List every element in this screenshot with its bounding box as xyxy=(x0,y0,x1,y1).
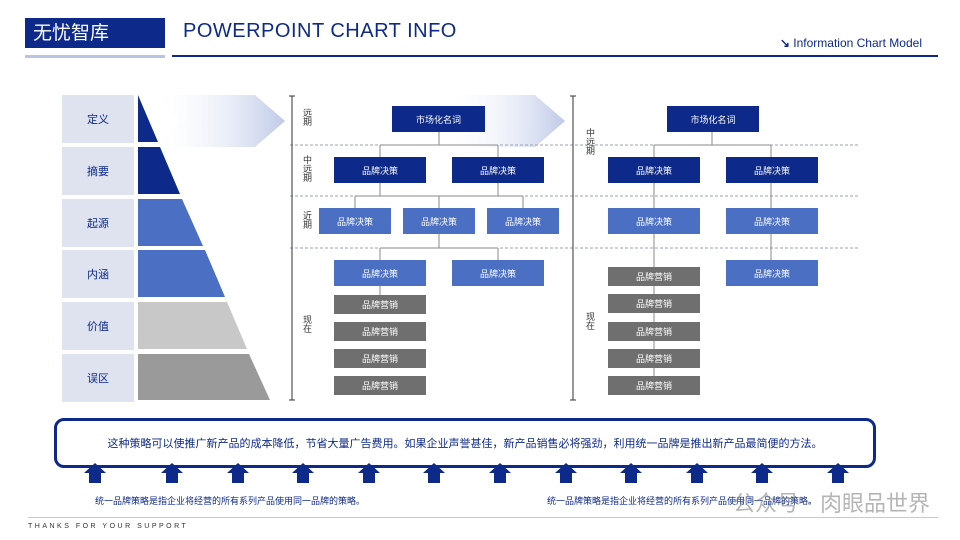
brand-text: 无忧智库 xyxy=(33,22,110,44)
up-arrow-12 xyxy=(827,463,849,483)
stage-label-4: 现在 xyxy=(301,315,311,333)
stage-label-3: 近期 xyxy=(301,211,311,229)
level-label-6: 误区 xyxy=(62,354,134,402)
stage-label-2: 中远期 xyxy=(301,155,311,182)
up-arrow-9 xyxy=(620,463,642,483)
note-left: 统一品牌策略是指企业将经营的所有系列产品使用同一品牌的策略。 xyxy=(95,497,366,507)
header-right-text: Information Chart Model xyxy=(793,36,922,50)
footer-text: THANKS FOR YOUR SUPPORT xyxy=(28,523,189,530)
watermark: 公众号 · 肉眼品世界 xyxy=(733,492,930,517)
pyramid-seg-5 xyxy=(138,302,247,349)
brand-badge: 无忧智库 xyxy=(25,18,165,48)
left-l4-node-1: 品牌决策 xyxy=(334,260,426,286)
right-gray-node-3: 品牌营销 xyxy=(608,322,700,341)
stage-label-1: 远期 xyxy=(301,108,311,126)
right-l4-node-1: 品牌决策 xyxy=(726,260,818,286)
right-l3-node-1: 品牌决策 xyxy=(608,208,700,234)
left-l3-node-2: 品牌决策 xyxy=(403,208,475,234)
level-label-4: 内涵 xyxy=(62,250,134,298)
left-l3-node-1: 品牌决策 xyxy=(319,208,391,234)
pyramid-seg-2 xyxy=(138,147,180,194)
left-gray-node-3: 品牌营销 xyxy=(334,349,426,368)
up-arrow-10 xyxy=(686,463,708,483)
up-arrow-1 xyxy=(84,463,106,483)
up-arrow-5 xyxy=(358,463,380,483)
header-rule xyxy=(172,55,938,57)
note-right: 统一品牌策略是指企业将经营的所有系列产品使用同一品牌的策略。 xyxy=(547,497,818,507)
header-right-label: ↘ Information Chart Model xyxy=(780,36,922,50)
up-arrow-8 xyxy=(555,463,577,483)
left-gray-node-2: 品牌营销 xyxy=(334,322,426,341)
left-root-node: 市场化名词 xyxy=(392,106,485,132)
level-label-1: 定义 xyxy=(62,95,134,143)
stage-label-6: 现在 xyxy=(584,312,594,330)
right-gray-node-2: 品牌营销 xyxy=(608,294,700,313)
left-gray-node-1: 品牌营销 xyxy=(334,295,426,314)
left-l3-node-3: 品牌决策 xyxy=(487,208,559,234)
up-arrow-7 xyxy=(489,463,511,483)
right-root-node: 市场化名词 xyxy=(667,106,759,132)
right-l2-node-2: 品牌决策 xyxy=(726,157,818,183)
left-l4-node-2: 品牌决策 xyxy=(452,260,544,286)
footer-rule xyxy=(28,517,938,518)
left-l2-node-1: 品牌决策 xyxy=(334,157,426,183)
chevron-1 xyxy=(150,95,285,147)
level-label-3: 起源 xyxy=(62,199,134,247)
pyramid-seg-3 xyxy=(138,199,203,246)
pyramid-seg-4 xyxy=(138,250,225,297)
pyramid-seg-1 xyxy=(138,95,158,142)
up-arrow-2 xyxy=(161,463,183,483)
pyramid-seg-6 xyxy=(138,354,270,400)
left-gray-node-4: 品牌营销 xyxy=(334,376,426,395)
arrow-down-right-icon: ↘ xyxy=(779,36,790,50)
right-gray-node-1: 品牌营销 xyxy=(608,267,700,286)
summary-text: 这种策略可以使推广新产品的成本降低，节省大量广告费用。如果企业声誉甚佳，新产品销… xyxy=(107,437,823,450)
left-l2-node-2: 品牌决策 xyxy=(452,157,544,183)
up-arrow-4 xyxy=(292,463,314,483)
up-arrow-6 xyxy=(423,463,445,483)
right-l3-node-2: 品牌决策 xyxy=(726,208,818,234)
right-gray-node-5: 品牌营销 xyxy=(608,376,700,395)
level-label-5: 价值 xyxy=(62,302,134,350)
right-gray-node-4: 品牌营销 xyxy=(608,349,700,368)
stage-label-5: 中远期 xyxy=(584,128,594,155)
summary-box: 这种策略可以使推广新产品的成本降低，节省大量广告费用。如果企业声誉甚佳，新产品销… xyxy=(54,418,876,468)
level-label-2: 摘要 xyxy=(62,147,134,195)
up-arrow-3 xyxy=(227,463,249,483)
right-l2-node-1: 品牌决策 xyxy=(608,157,700,183)
up-arrow-11 xyxy=(751,463,773,483)
brand-underline xyxy=(25,55,165,58)
page-title: POWERPOINT CHART INFO xyxy=(183,20,457,42)
